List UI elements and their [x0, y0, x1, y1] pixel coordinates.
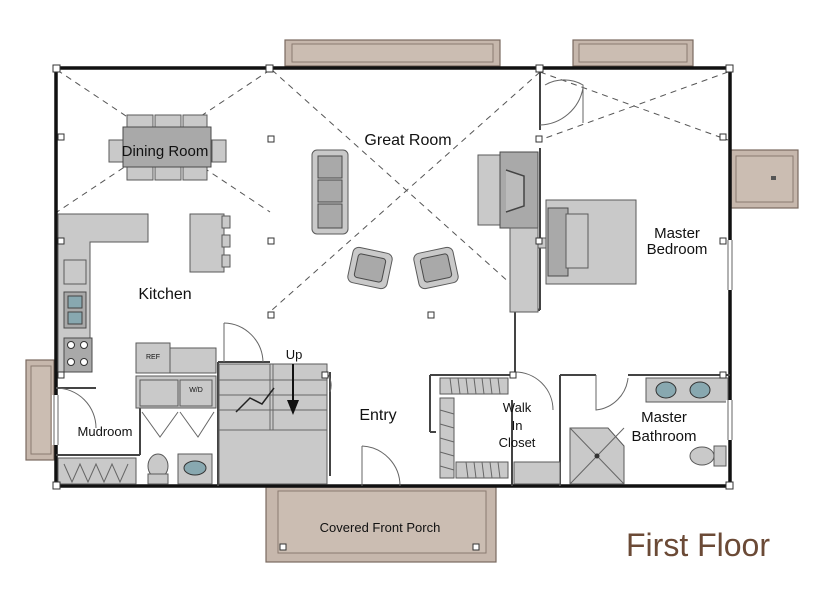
ceiling-lines — [56, 69, 729, 311]
windows — [52, 240, 734, 445]
covered-porch-label: Covered Front Porch — [320, 520, 441, 535]
mudroom-label: Mudroom — [78, 424, 133, 439]
toilet — [689, 445, 727, 467]
structural-posts — [52, 64, 734, 490]
washer-dryer — [135, 375, 217, 409]
fireplace — [477, 151, 539, 313]
master-bathroom-label-1: Master — [641, 409, 687, 426]
walk-in-closet-label-2: In — [512, 418, 523, 433]
great-room-label: Great Room — [364, 132, 451, 149]
washer-dryer-label: W/D — [189, 387, 203, 394]
left-deck — [25, 359, 55, 461]
master-bathroom-label-2: Bathroom — [631, 428, 696, 445]
master-bed — [537, 199, 637, 285]
refrigerator — [135, 342, 217, 374]
staircase — [218, 363, 328, 485]
master-bedroom-label-2: Bedroom — [647, 241, 708, 258]
powder-room — [147, 453, 213, 485]
walk-in-closet-label-1: Walk — [503, 400, 532, 415]
entry-label: Entry — [359, 407, 396, 424]
kitchen-counters — [57, 213, 231, 373]
shower — [569, 427, 625, 485]
kitchen-label: Kitchen — [138, 286, 191, 303]
top-left-deck — [284, 39, 501, 67]
covered-front-porch — [265, 486, 497, 563]
right-deck — [730, 149, 799, 209]
master-bedroom-label-1: Master — [654, 225, 700, 242]
bath-vanity — [645, 377, 729, 403]
floor-title: First Floor — [626, 527, 770, 563]
doors — [55, 79, 629, 487]
top-right-deck — [572, 39, 694, 67]
mudroom-bench — [57, 457, 137, 485]
walk-in-closet-label-3: Closet — [499, 435, 536, 450]
armchairs — [347, 246, 459, 290]
stairs-up-label: Up — [286, 347, 303, 362]
dining-table-set — [108, 114, 227, 181]
dining-room-label: Dining Room — [122, 143, 209, 160]
sofa — [311, 149, 349, 235]
closet-shelving — [439, 377, 561, 485]
refrigerator-label: REF — [146, 354, 160, 361]
